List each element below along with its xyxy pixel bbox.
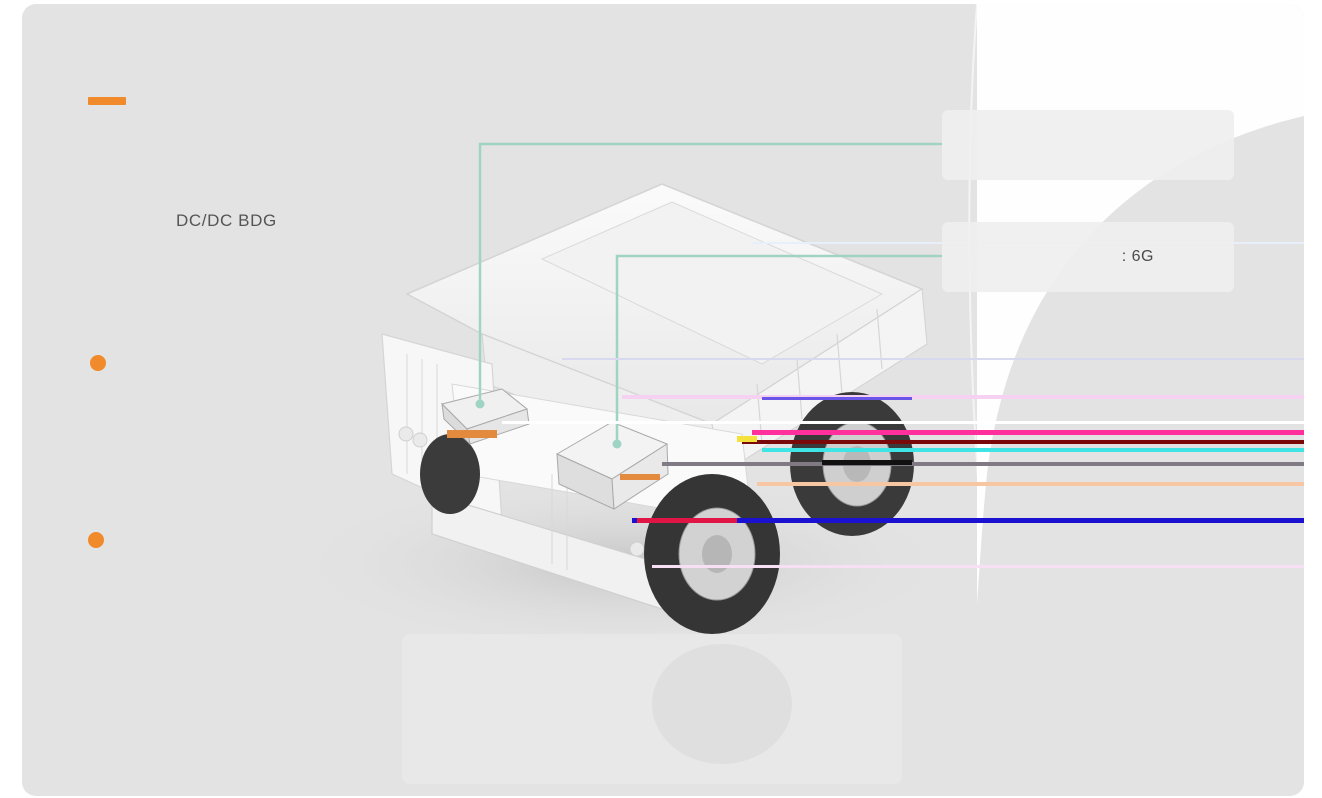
feature-bullet-1 [90, 355, 106, 371]
dcdc-module-small [441, 388, 530, 446]
callout-leader-lines [478, 142, 942, 444]
dcdc-module-large [555, 421, 669, 510]
leader-dot-1 [475, 399, 485, 409]
feature-bullet-2 [88, 532, 104, 548]
truck-reflection [402, 634, 902, 784]
callout-box-1 [942, 110, 1234, 180]
product-title: DC/DC BDG [176, 211, 277, 230]
callout-box-2: : 6G [942, 222, 1234, 292]
leader-dot-2 [612, 439, 622, 449]
decorative-swoosh [977, 4, 1304, 604]
hero-panel: DC/DC BDG : 6G [22, 4, 1304, 796]
section-accent-bar [88, 97, 126, 105]
callout-text-2: : 6G [1121, 248, 1154, 265]
mining-truck-illustration [282, 4, 1304, 784]
truck-wheel-front-left [420, 434, 480, 514]
truck-wheel-front-right [644, 474, 780, 634]
